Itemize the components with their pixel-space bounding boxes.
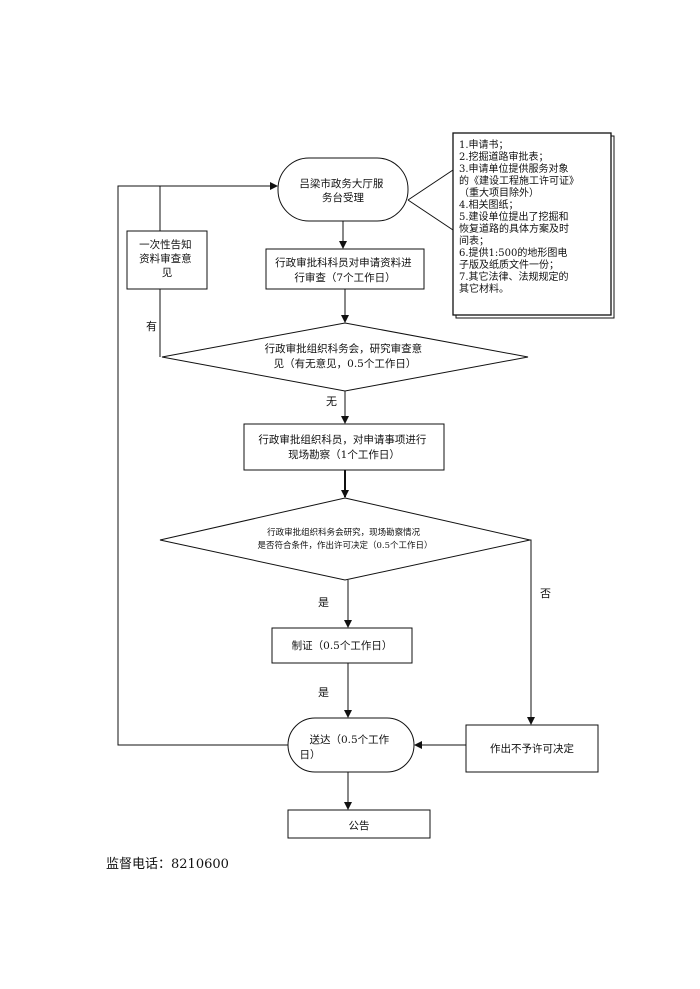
accept-node: 吕梁市政务大厅服 务台受理: [277, 157, 409, 222]
label-yes: 是: [318, 686, 329, 699]
requirements-list: 1.申请书； 2.挖掘道路审批表； 3.申请单位提供服务对象 的《建设工程施工许…: [459, 138, 582, 295]
svg-text:吕梁市政务大厅服 务台受理: 吕梁市政务大厅服 务台受理: [299, 177, 386, 204]
supervision-phone: 监督电话：8210600: [106, 857, 229, 872]
label-none: 无: [326, 395, 337, 408]
requirement-line: 其它材料。: [459, 282, 509, 295]
requirements-box: 1.申请书； 2.挖掘道路审批表； 3.申请单位提供服务对象 的《建设工程施工许…: [452, 132, 615, 319]
requirement-line: 间表；: [459, 234, 489, 247]
permit-decision: 行政审批组织科务会研究，现场勘察情况 是否符合条件，作出许可决定（0.5个工作日…: [159, 497, 531, 581]
requirement-line: 1.申请书；: [459, 138, 509, 151]
callout-line: [407, 199, 454, 231]
inspect-node: 行政审批组织科员，对申请事项进行 现场勘察（1个工作日）: [243, 423, 445, 471]
svg-text:制证（0.5个工作日）: 制证（0.5个工作日）: [292, 639, 393, 652]
callout-line: [407, 169, 454, 201]
edge-decision-deny: [527, 539, 535, 725]
meeting-decision: 行政审批组织科务会，研究审查意 见（有无意见，0.5个工作日）: [161, 322, 529, 392]
deny-node: 作出不予许可决定: [465, 724, 599, 773]
svg-text:行政审批组织科务会研究，现场勘察情况 是否符合条: 行政审批组织科务会研究，现场勘察情况 是否符合条件，作出许可决定（0.5个工作日…: [257, 527, 432, 551]
review-node: 行政审批科科员对申请资料进 行审查（7个工作日）: [265, 248, 425, 290]
requirement-line: 3.申请单位提供服务对象: [459, 162, 569, 175]
requirement-line: （重大项目除外）: [459, 186, 539, 199]
svg-text:作出不予许可决定: 作出不予许可决定: [490, 742, 574, 755]
requirement-line: 的《建设工程施工许可证》: [459, 174, 579, 187]
requirement-line: 7.其它法律、法规规定的: [459, 270, 569, 283]
svg-text:行政审批组织科务会，研究审查意 见（有无意见，0: 行政审批组织科务会，研究审查意 见（有无意见，0.5个工作日）: [265, 342, 426, 370]
svg-text:一次性告知 资料审查意 见: 一次性告知 资料审查意 见: [139, 238, 195, 279]
requirement-line: 2.挖掘道路审批表；: [459, 150, 549, 163]
requirement-line: 子版及纸质文件一份；: [459, 258, 559, 271]
svg-text:公告: 公告: [349, 819, 370, 832]
edge-deliver-accept: [117, 182, 288, 746]
svg-text:送达（0.5个工作 日）: 送达（0.5个工作 日）: [300, 733, 393, 761]
notify-node: 一次性告知 资料审查意 见: [126, 230, 208, 290]
requirement-line: 5.建设单位提出了挖掘和: [459, 210, 569, 223]
deliver-node: 送达（0.5个工作 日）: [287, 717, 415, 773]
label-has: 有: [146, 319, 157, 333]
announce-node: 公告: [287, 809, 431, 839]
requirement-line: 6.提供1:500的地形图电: [459, 246, 567, 259]
svg-text:行政审批科科员对申请资料进 行审查（7个工作日）: 行政审批科科员对申请资料进 行审查（7个工作日）: [275, 256, 415, 284]
label-no: 否: [540, 587, 551, 600]
label-yes: 是: [318, 596, 329, 609]
svg-text:行政审批组织科员，对申请事项进行 现场勘察（1个: 行政审批组织科员，对申请事项进行 现场勘察（1个工作日）: [258, 433, 429, 461]
license-node: 制证（0.5个工作日）: [271, 627, 413, 664]
requirement-line: 恢复道路的具体方案及时: [459, 222, 569, 235]
requirement-line: 4.相关图纸；: [459, 198, 519, 211]
